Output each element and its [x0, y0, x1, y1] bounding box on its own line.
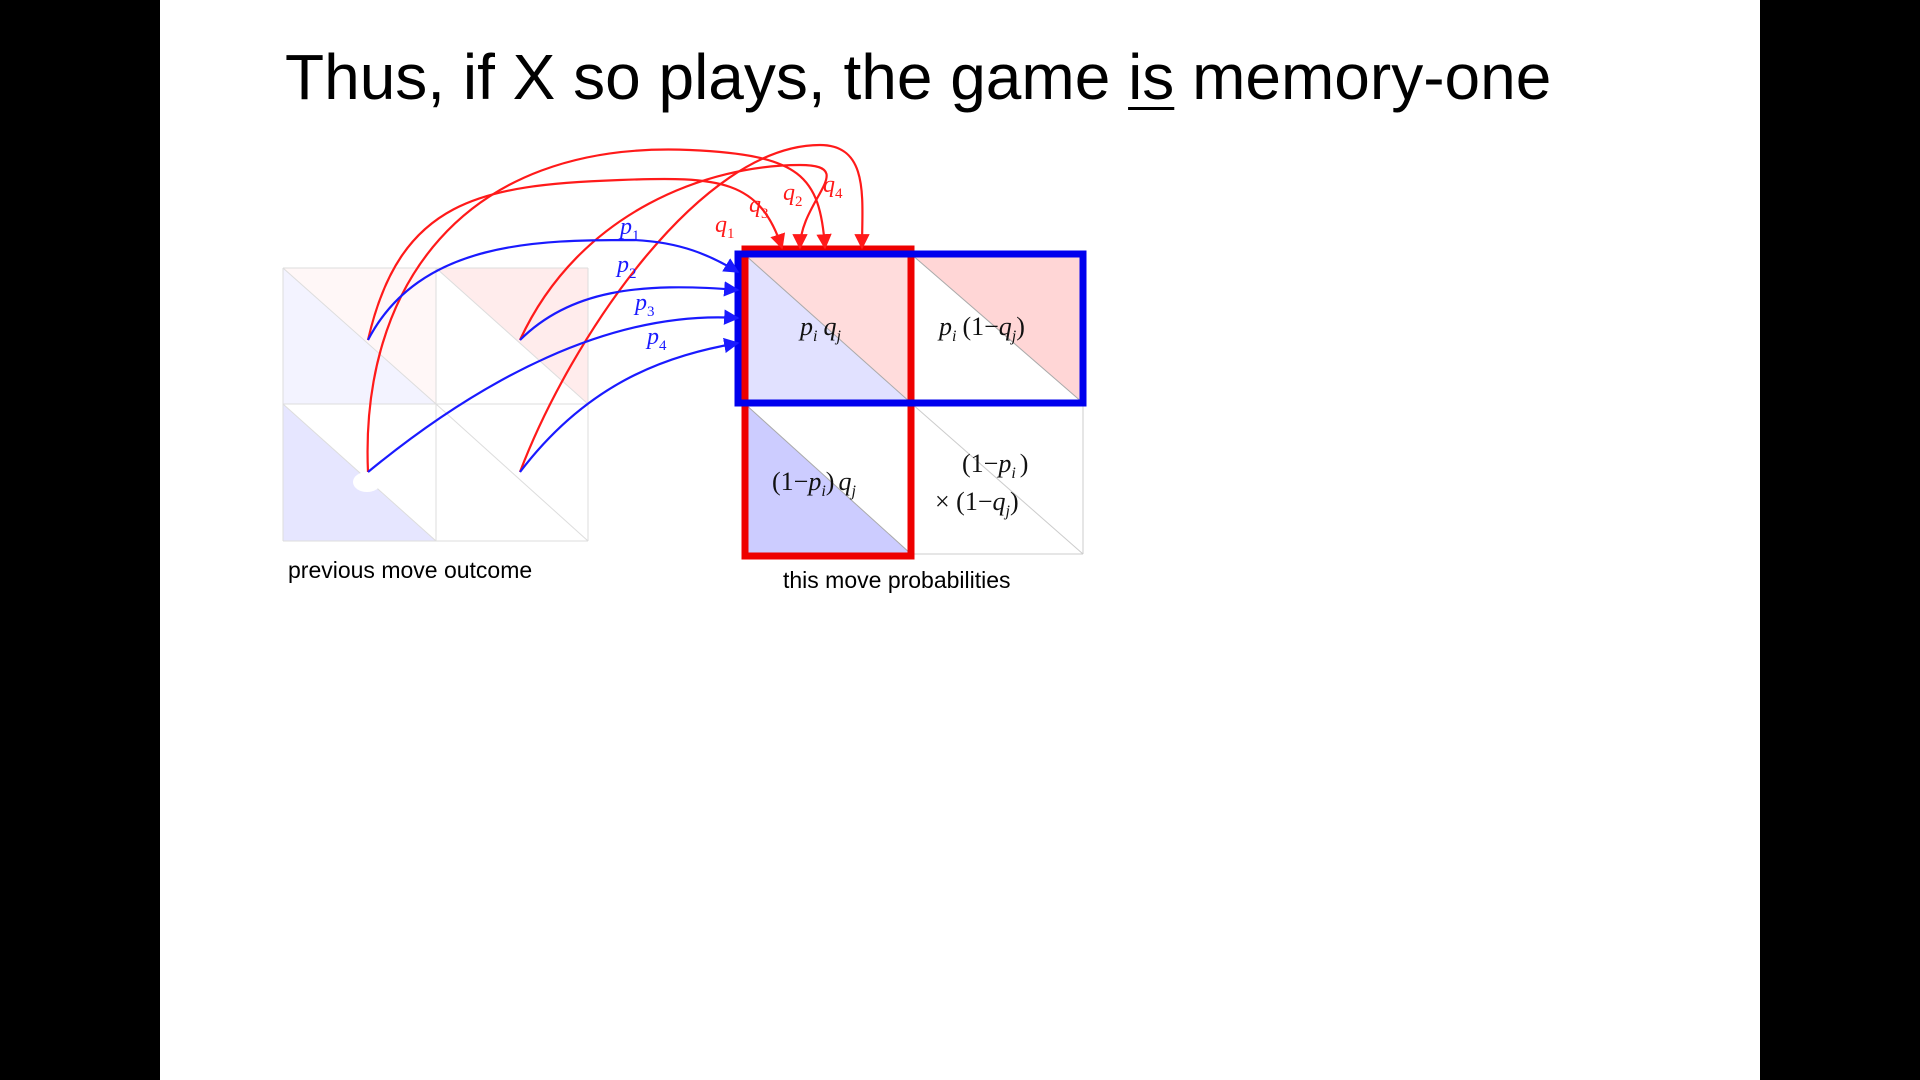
q1-label: q1 — [715, 212, 735, 242]
title-emphasis: is — [1128, 41, 1175, 113]
p-row-box — [734, 250, 1087, 407]
cell-p-1mq: pi(1−qj) — [937, 312, 1025, 345]
p2-label: p2 — [615, 252, 637, 282]
this-diagonal — [743, 402, 912, 555]
p-arrow — [519, 337, 740, 473]
cell-1mp-line: (1−pi) — [962, 449, 1028, 482]
q2-label: q2 — [783, 180, 803, 210]
origin-dot — [353, 472, 381, 492]
prev-diagonal — [282, 403, 437, 542]
p-arrow — [367, 309, 740, 473]
cell-1mp-q: (1−pi)qj — [772, 467, 856, 500]
this-diagonal — [910, 402, 1084, 555]
this-diagonal — [910, 253, 1084, 404]
q-arrow — [366, 177, 786, 341]
this-diagonal — [743, 253, 912, 404]
page-title: Thus, if X so plays, the game is memory-… — [285, 40, 1685, 114]
prev-diagonal — [282, 267, 437, 405]
p3-label: p3 — [633, 290, 655, 320]
title-part-2: memory-one — [1174, 41, 1552, 113]
previous-move-grid — [282, 267, 589, 542]
caption-this-move: this move probabilities — [783, 567, 1011, 593]
slide: Thus, if X so plays, the game is memory-… — [160, 0, 1760, 1080]
q-arrow-labels: q1 q3 q2 q4 — [715, 172, 843, 242]
q-arrows — [366, 143, 870, 473]
q4-label: q4 — [823, 172, 843, 202]
caption-previous-move: previous move outcome — [288, 557, 532, 583]
p-arrows — [367, 238, 740, 473]
cell-1mq-line: × (1−qj) — [935, 487, 1019, 520]
p-arrow — [519, 281, 740, 341]
prev-diagonal — [435, 403, 589, 542]
p-arrow — [367, 238, 740, 341]
p4-label: p4 — [645, 324, 667, 354]
q3-label: q3 — [749, 192, 769, 222]
q-arrow — [518, 143, 870, 473]
q-arrow — [366, 148, 832, 473]
title-part-1: Thus, if X so plays, the game — [285, 41, 1129, 113]
this-move-grid — [734, 245, 1087, 560]
p1-label: p1 — [618, 214, 640, 244]
